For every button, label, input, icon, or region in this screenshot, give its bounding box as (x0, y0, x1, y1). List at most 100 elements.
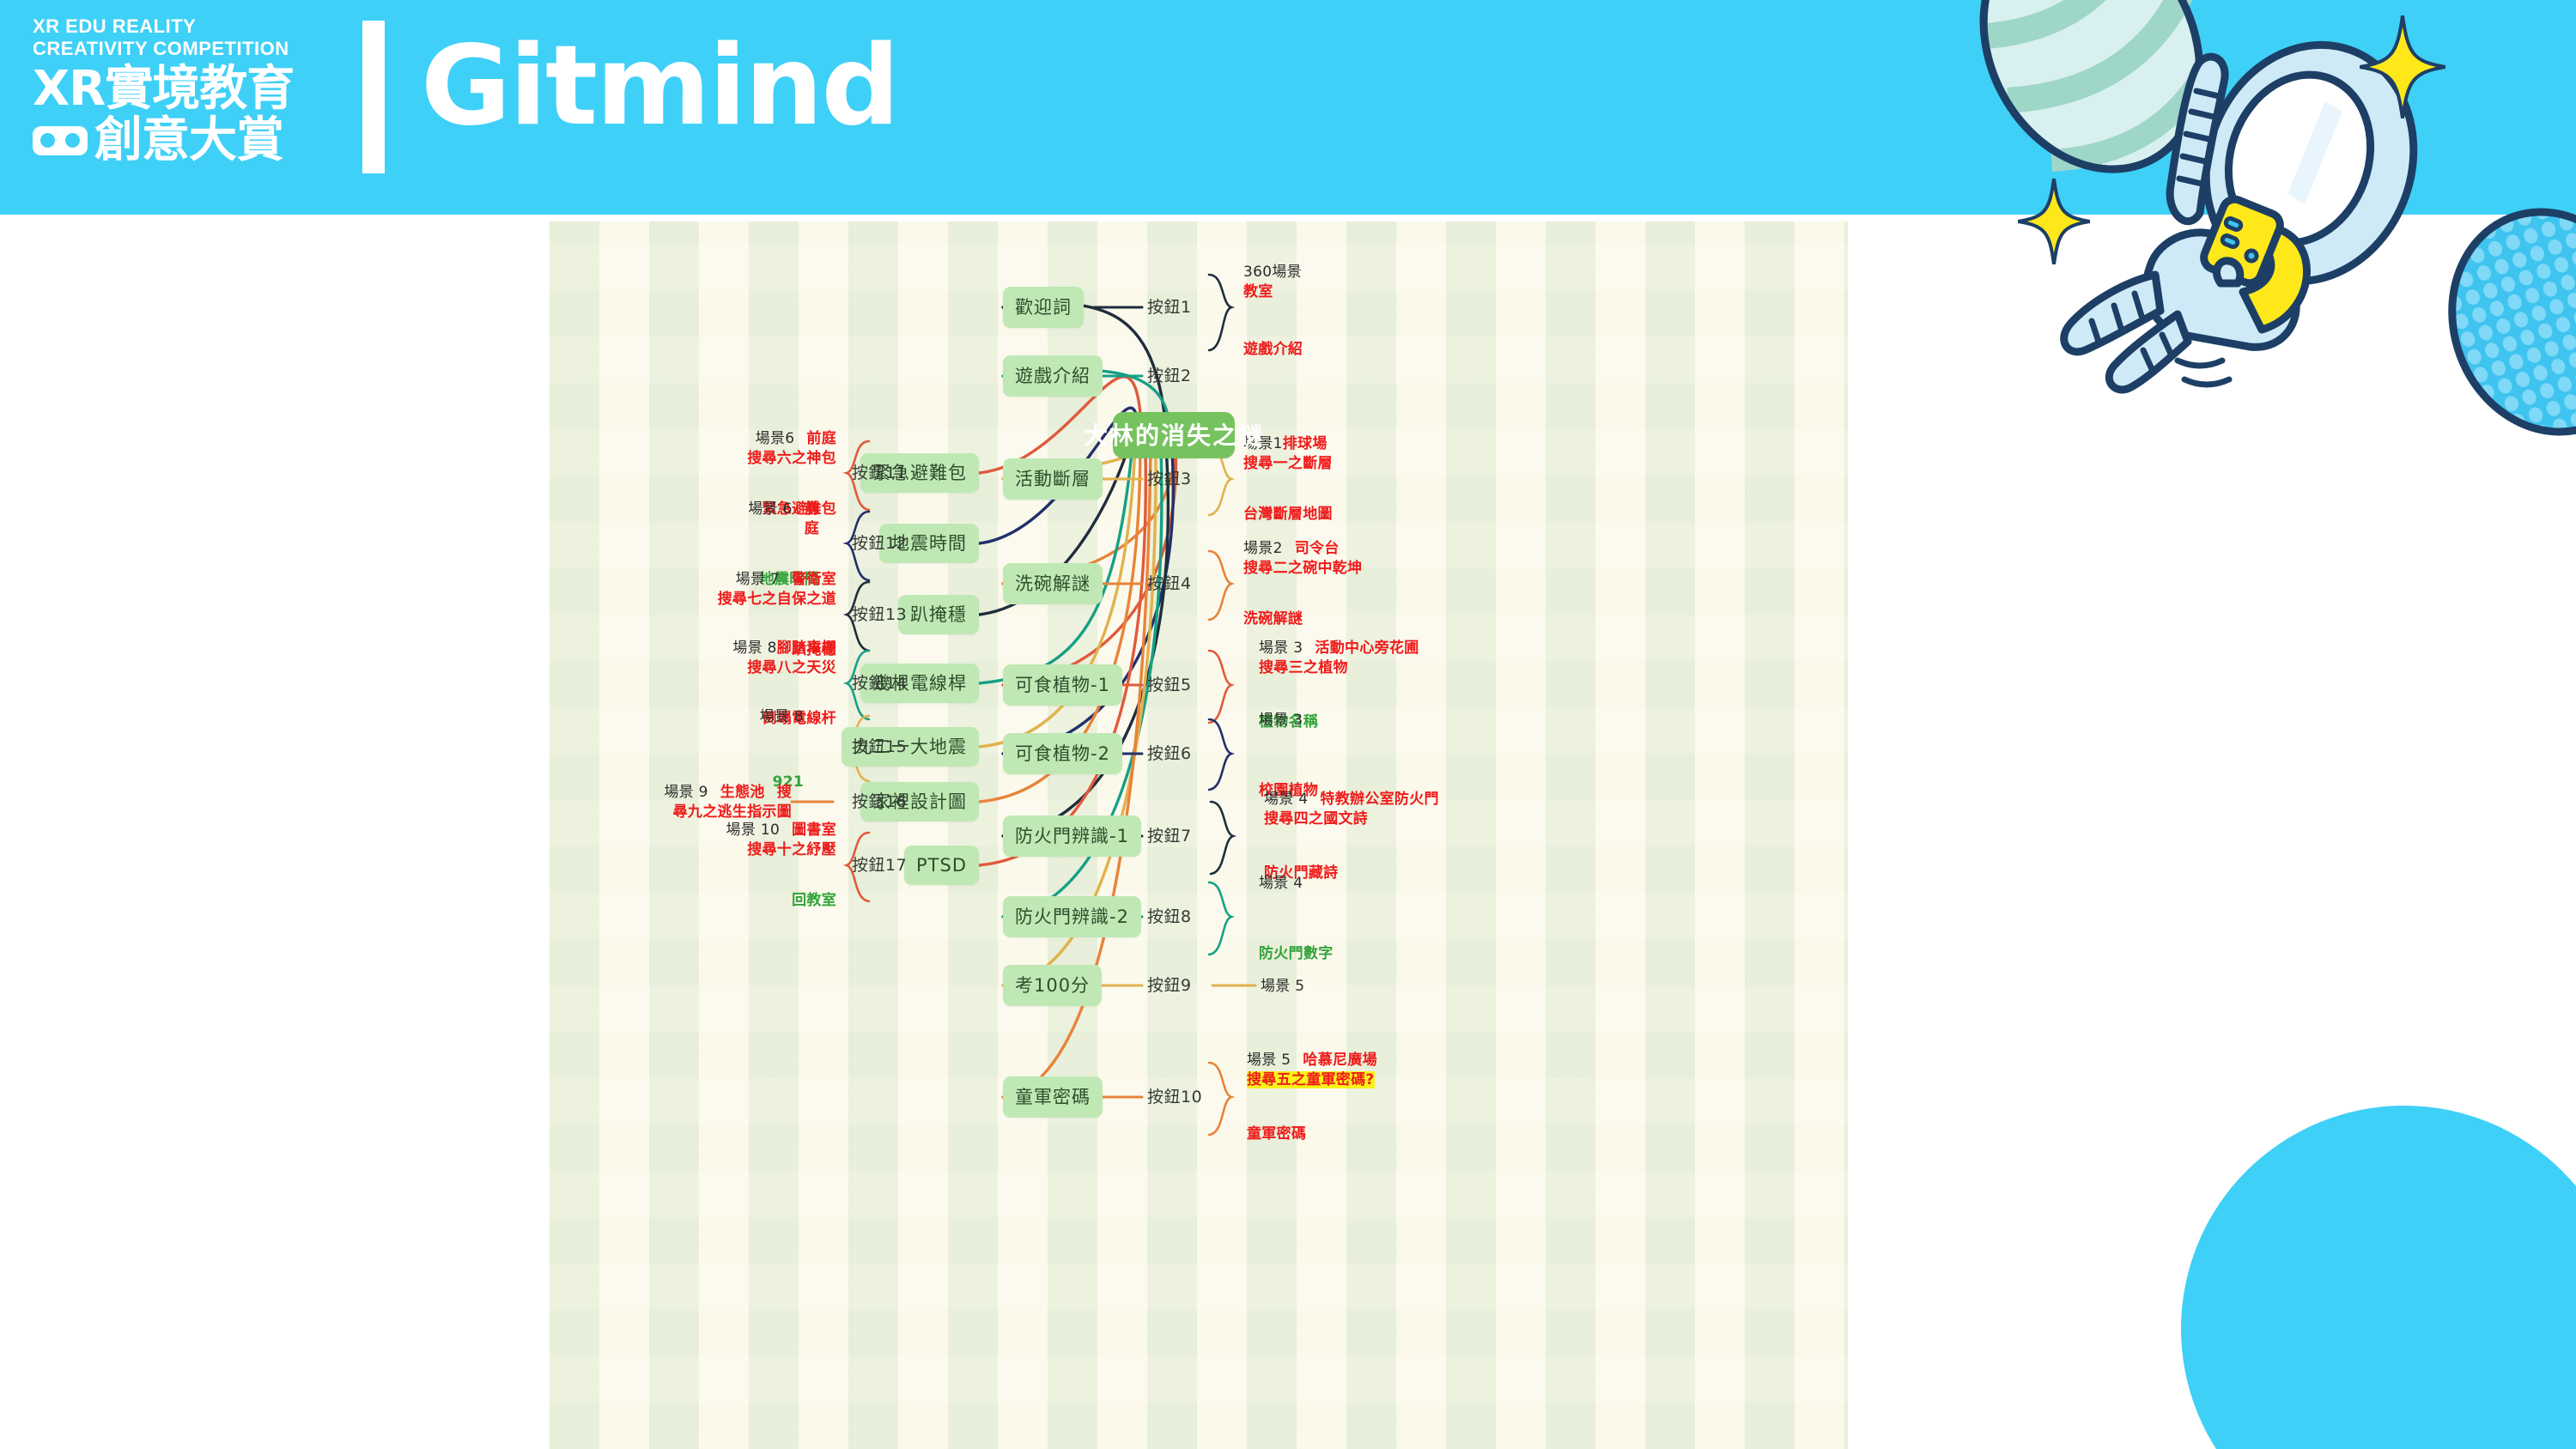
leaf-text: 場景 8 (759, 708, 804, 725)
leaf-text: 場景 3 (1259, 712, 1303, 729)
button-label-2[interactable]: 按鈕2 (1147, 368, 1192, 385)
brand-chinese-line-1: XR實境教育 (33, 61, 295, 117)
vr-goggles-icon (33, 126, 88, 155)
leaf-921-b: 921 (773, 773, 804, 792)
button-label-11[interactable]: 按鈕11 (852, 465, 907, 482)
leaf-text: 921 (772, 773, 804, 791)
btn-text: 按鈕10 (1147, 1088, 1203, 1106)
leaf-text: 特教辦公室防火門 (1320, 791, 1439, 808)
button-label-13[interactable]: 按鈕13 (852, 607, 907, 623)
button-label-1[interactable]: 按鈕1 (1147, 300, 1192, 316)
leaf-kit-b: 緊急避難包 (762, 500, 837, 519)
leaf-poles-a: 場景 8腳踏車棚 搜尋八之天災 (732, 639, 836, 678)
node-ptsd[interactable]: PTSD (904, 846, 979, 885)
button-label-5[interactable]: 按鈕5 (1147, 677, 1192, 694)
node-firedoor-id-1[interactable]: 防火門辨識-1 (1003, 815, 1141, 857)
button-label-6[interactable]: 按鈕6 (1147, 746, 1192, 762)
leaf-text: 地震時間 (759, 571, 819, 588)
button-label-15[interactable]: 按鈕15 (852, 739, 907, 755)
node-score-100[interactable]: 考100分 (1003, 965, 1103, 1006)
node-label: 可食植物-2 (1015, 743, 1110, 764)
decorative-blue-circle (2181, 1106, 2576, 1449)
leaf-plants2-a: 場景 3 (1259, 711, 1303, 731)
button-label-9[interactable]: 按鈕9 (1147, 978, 1192, 994)
button-label-16[interactable]: 按鈕16 (852, 794, 907, 810)
leaf-poles-b: 倒塌電線杆 (762, 709, 837, 729)
node-label: 童軍密碼 (1015, 1086, 1091, 1107)
leaf-welcome-a: 360場景 教室 (1243, 263, 1302, 302)
btn-text: 按鈕7 (1147, 827, 1192, 846)
node-scout-code[interactable]: 童軍密碼 (1003, 1076, 1103, 1118)
brand-english-line-2: CREATIVITY COMPETITION (33, 38, 289, 59)
node-label: 遊戲介紹 (1015, 365, 1091, 386)
leaf-text: 洗碗解謎 (1243, 610, 1303, 627)
leaf-text: 搜 (776, 784, 792, 801)
node-label: 地震時間 (891, 532, 967, 554)
btn-text: 按鈕1 (1147, 298, 1192, 317)
leaf-text: 場景 5 (1261, 978, 1305, 995)
leaf-text: 場景 8 (732, 640, 777, 657)
node-921-quake[interactable]: 九二一大地震 (841, 727, 979, 767)
mindmap-center-node[interactable]: 大林的消失之謎 (1084, 412, 1262, 458)
leaf-921-a: 場景 8 (760, 707, 804, 727)
leaf-text: 教室 (1243, 283, 1273, 300)
leaf-text: 場景 4 (1264, 791, 1309, 808)
leaf-welcome-b: 遊戲介紹 (1243, 340, 1303, 360)
leaf-scout-b: 童軍密碼 (1247, 1125, 1306, 1144)
leaf-dishwash-b: 洗碗解謎 (1243, 609, 1303, 629)
leaf-text: 搜尋三之植物 (1259, 659, 1348, 676)
node-home-blueprint[interactable]: 家裡設計圖 (860, 782, 979, 822)
node-welcome[interactable]: 歡迎詞 (1003, 287, 1084, 328)
button-label-10[interactable]: 按鈕10 (1147, 1089, 1202, 1106)
leaf-text: 遊戲介紹 (1243, 341, 1303, 358)
leaf-text: 場景 3 (1259, 640, 1303, 657)
button-label-3[interactable]: 按鈕3 (1147, 471, 1192, 488)
node-label: 洗碗解謎 (1015, 573, 1091, 594)
button-label-8[interactable]: 按鈕8 (1147, 909, 1192, 925)
node-active-fault[interactable]: 活動斷層 (1003, 458, 1103, 500)
mindmap-canvas[interactable]: 大林的消失之謎 歡迎詞 遊戲介紹 活動斷層 洗碗解謎 可食植物-1 可食植物-2… (550, 221, 1848, 1449)
node-utility-poles[interactable]: 幾根電線桿 (860, 664, 979, 703)
node-firedoor-id-2[interactable]: 防火門辨識-2 (1003, 896, 1141, 937)
brand-chinese-line-2: 創意大賞 (33, 115, 342, 167)
button-label-17[interactable]: 按鈕17 (852, 858, 907, 874)
leaf-text: 腳踏車棚 (776, 640, 836, 657)
node-quake-time[interactable]: 地震時間 (879, 524, 979, 563)
node-label: PTSD (916, 854, 967, 876)
node-edible-plants-2[interactable]: 可食植物-2 (1003, 733, 1122, 774)
leaf-text: 尋九之逃生指示圖 (672, 803, 792, 821)
node-edible-plants-1[interactable]: 可食植物-1 (1003, 664, 1122, 706)
leaf-text: 場景 10 (726, 822, 781, 839)
node-label: 家裡設計圖 (872, 791, 967, 812)
node-game-intro[interactable]: 遊戲介紹 (1003, 355, 1103, 397)
node-label: 歡迎詞 (1015, 296, 1072, 318)
leaf-text: 前庭 (806, 430, 836, 447)
leaf-firedoor2-b: 防火門數字 (1259, 944, 1334, 964)
node-dishwash-puzzle[interactable]: 洗碗解謎 (1003, 563, 1103, 604)
node-label: 活動斷層 (1015, 468, 1091, 489)
leaf-text: 司令台 (1294, 540, 1340, 557)
button-label-12[interactable]: 按鈕12 (852, 536, 907, 552)
btn-text: 按鈕11 (852, 464, 908, 482)
leaf-quaketime-b: 地震時間 (760, 570, 819, 590)
leaf-text: 防火門藏詩 (1264, 864, 1339, 882)
btn-text: 按鈕6 (1147, 744, 1192, 763)
button-label-4[interactable]: 按鈕4 (1147, 576, 1192, 592)
node-emergency-kit[interactable]: 緊急避難包 (860, 453, 979, 493)
btn-text: 按鈕3 (1147, 470, 1192, 488)
button-label-7[interactable]: 按鈕7 (1147, 828, 1192, 845)
leaf-text: 搜尋六之神包 (747, 450, 836, 467)
button-label-14[interactable]: 按鈕14 (852, 676, 907, 692)
leaf-text: 警衛室 (792, 571, 836, 588)
btn-text: 按鈕16 (852, 792, 908, 811)
leaf-dch-b: 趴掩穩 (792, 640, 836, 660)
node-drop-cover-hold[interactable]: 趴掩穩 (898, 595, 979, 634)
leaf-text: 台灣斷層地圖 (1243, 506, 1333, 523)
